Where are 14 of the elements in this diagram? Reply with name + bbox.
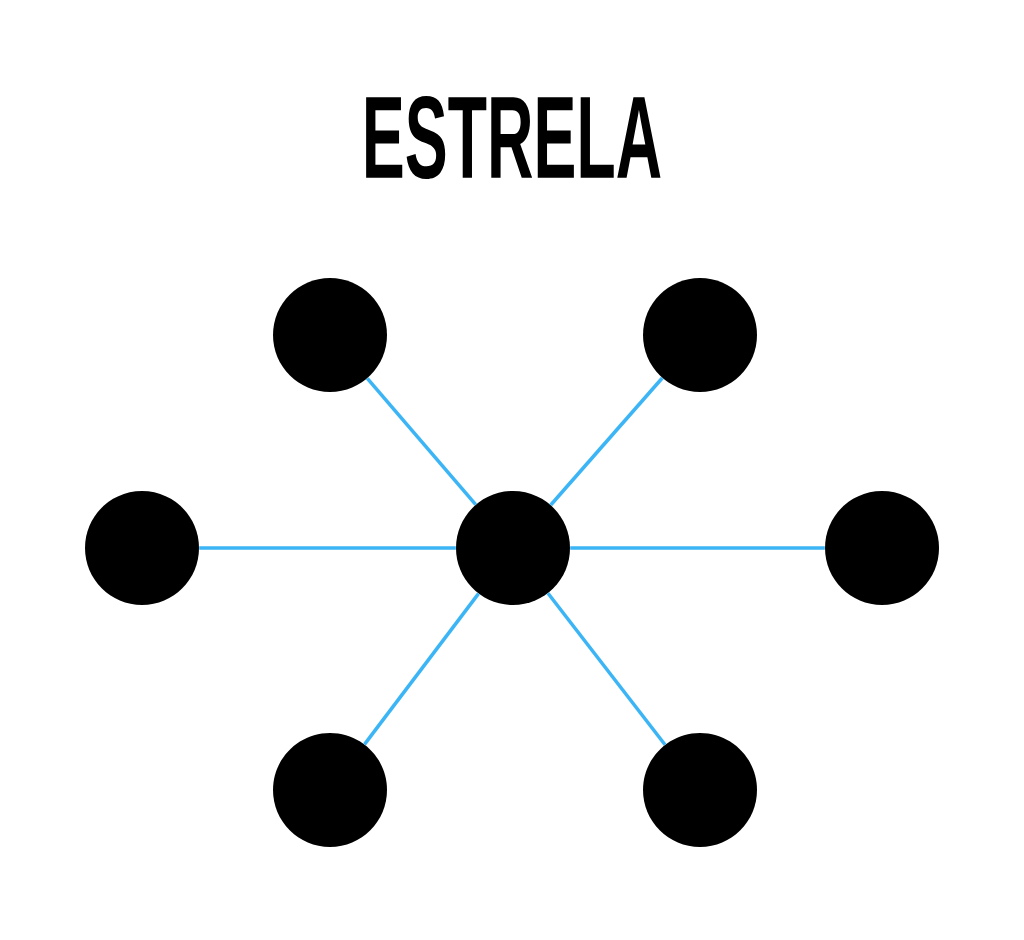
- connector-line: [570, 546, 825, 550]
- connector-line: [363, 592, 480, 746]
- circle-node: [273, 278, 387, 392]
- connector-line: [199, 546, 456, 550]
- circle-node: [85, 491, 199, 605]
- circle-node: [456, 491, 570, 605]
- circle-node: [825, 491, 939, 605]
- connector-line: [549, 376, 664, 507]
- circle-node: [643, 278, 757, 392]
- connector-line: [546, 592, 667, 746]
- title: ESTRELA: [366, 96, 661, 179]
- connector-line: [365, 377, 478, 506]
- circle-node: [643, 733, 757, 847]
- circle-node: [273, 733, 387, 847]
